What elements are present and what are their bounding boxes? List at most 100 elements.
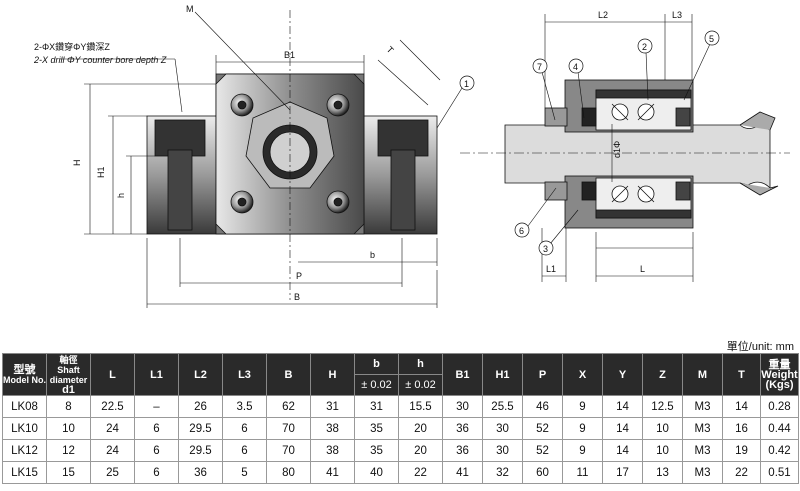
table-cell: LK08 — [2, 395, 47, 418]
table-cell: 29.5 — [178, 417, 223, 440]
svg-text:3: 3 — [543, 244, 548, 254]
callout-1: 1 — [459, 75, 475, 91]
table-cell: 13 — [642, 461, 683, 484]
table-cell: 16 — [722, 417, 761, 440]
table-cell: 11 — [562, 461, 603, 484]
label-d1: d1Φ — [612, 141, 622, 158]
table-cell: 52 — [522, 417, 563, 440]
col-Y: Y — [602, 353, 643, 396]
table-cell: 20 — [398, 417, 443, 440]
col-B1: B1 — [442, 353, 483, 396]
col-T: T — [722, 353, 761, 396]
callout-6: 6 — [514, 222, 530, 238]
label-L3: L3 — [672, 10, 682, 20]
col-h: h — [398, 353, 443, 375]
table-cell: 31 — [354, 395, 399, 418]
side-view — [504, 79, 779, 229]
table-cell: 9 — [562, 439, 603, 462]
callout-4: 4 — [568, 58, 584, 74]
col-b: b — [354, 353, 399, 375]
col-L: L — [90, 353, 135, 396]
table-cell: 6 — [134, 417, 179, 440]
side-dimensions — [460, 14, 790, 282]
label-h: h — [116, 193, 126, 198]
table-cell: 52 — [522, 439, 563, 462]
technical-drawing: 2-ΦX鑽穿ΦY鑽深Z 2-X drill ΦY counter bore de… — [33, 4, 790, 308]
label-T: T — [385, 44, 396, 55]
col-Z: Z — [642, 353, 683, 396]
col-L2: L2 — [178, 353, 223, 396]
col-H: H — [310, 353, 355, 396]
svg-text:7: 7 — [537, 62, 542, 72]
table-cell: 0.44 — [760, 417, 799, 440]
front-dimensions — [60, 10, 463, 308]
table-cell: – — [134, 395, 179, 418]
table-cell: 10 — [642, 439, 683, 462]
table-cell: 70 — [266, 417, 311, 440]
col-L3: L3 — [222, 353, 267, 396]
table-cell: 30 — [482, 439, 523, 462]
table-cell: LK15 — [2, 461, 47, 484]
svg-text:2: 2 — [642, 42, 647, 52]
table-cell: 38 — [310, 439, 355, 462]
table-cell: 24 — [90, 417, 135, 440]
table-cell: 5 — [222, 461, 267, 484]
table-cell: 22.5 — [90, 395, 135, 418]
col-b-tol: ± 0.02 — [354, 374, 399, 396]
svg-text:6: 6 — [519, 226, 524, 236]
table-cell: 14 — [602, 417, 643, 440]
table-cell: 60 — [522, 461, 563, 484]
callout-3: 3 — [538, 240, 554, 256]
label-B: B — [294, 292, 300, 302]
table-cell: 26 — [178, 395, 223, 418]
table-cell: 17 — [602, 461, 643, 484]
table-cell: 29.5 — [178, 439, 223, 462]
table-cell: 8 — [46, 395, 91, 418]
table-cell: 10 — [642, 417, 683, 440]
table-cell: 15.5 — [398, 395, 443, 418]
table-cell: 22 — [722, 461, 761, 484]
table-cell: LK12 — [2, 439, 47, 462]
table-cell: 36 — [442, 439, 483, 462]
table-cell: 0.28 — [760, 395, 799, 418]
col-L1: L1 — [134, 353, 179, 396]
label-b: b — [370, 250, 375, 260]
table-cell: 6 — [134, 461, 179, 484]
note-en: 2-X drill ΦY counter bore depth Z — [33, 55, 167, 65]
note-cn: 2-ΦX鑽穿ΦY鑽深Z — [34, 41, 110, 52]
col-M: M — [682, 353, 723, 396]
svg-text:5: 5 — [709, 34, 714, 44]
table-cell: 80 — [266, 461, 311, 484]
table-cell: 0.42 — [760, 439, 799, 462]
table-cell: 41 — [442, 461, 483, 484]
table-cell: 40 — [354, 461, 399, 484]
table-cell: 3.5 — [222, 395, 267, 418]
table-cell: 25 — [90, 461, 135, 484]
table-cell: 62 — [266, 395, 311, 418]
col-X: X — [562, 353, 603, 396]
table-cell: 12.5 — [642, 395, 683, 418]
unit-label: 單位/unit: mm — [726, 341, 794, 353]
table-cell: 0.51 — [760, 461, 799, 484]
front-view — [146, 73, 438, 235]
table-cell: 6 — [134, 439, 179, 462]
label-P: P — [296, 271, 302, 281]
table-cell: 36 — [442, 417, 483, 440]
table-cell: 24 — [90, 439, 135, 462]
table-cell: 70 — [266, 439, 311, 462]
svg-text:1: 1 — [464, 79, 469, 89]
table-cell: 14 — [722, 395, 761, 418]
table-cell: 6 — [222, 417, 267, 440]
table-cell: 31 — [310, 395, 355, 418]
table-cell: 9 — [562, 395, 603, 418]
col-B: B — [266, 353, 311, 396]
col-h-tol: ± 0.02 — [398, 374, 443, 396]
label-M: M — [186, 4, 194, 14]
label-L: L — [640, 264, 645, 274]
col-H1: H1 — [482, 353, 523, 396]
table-cell: 10 — [46, 417, 91, 440]
